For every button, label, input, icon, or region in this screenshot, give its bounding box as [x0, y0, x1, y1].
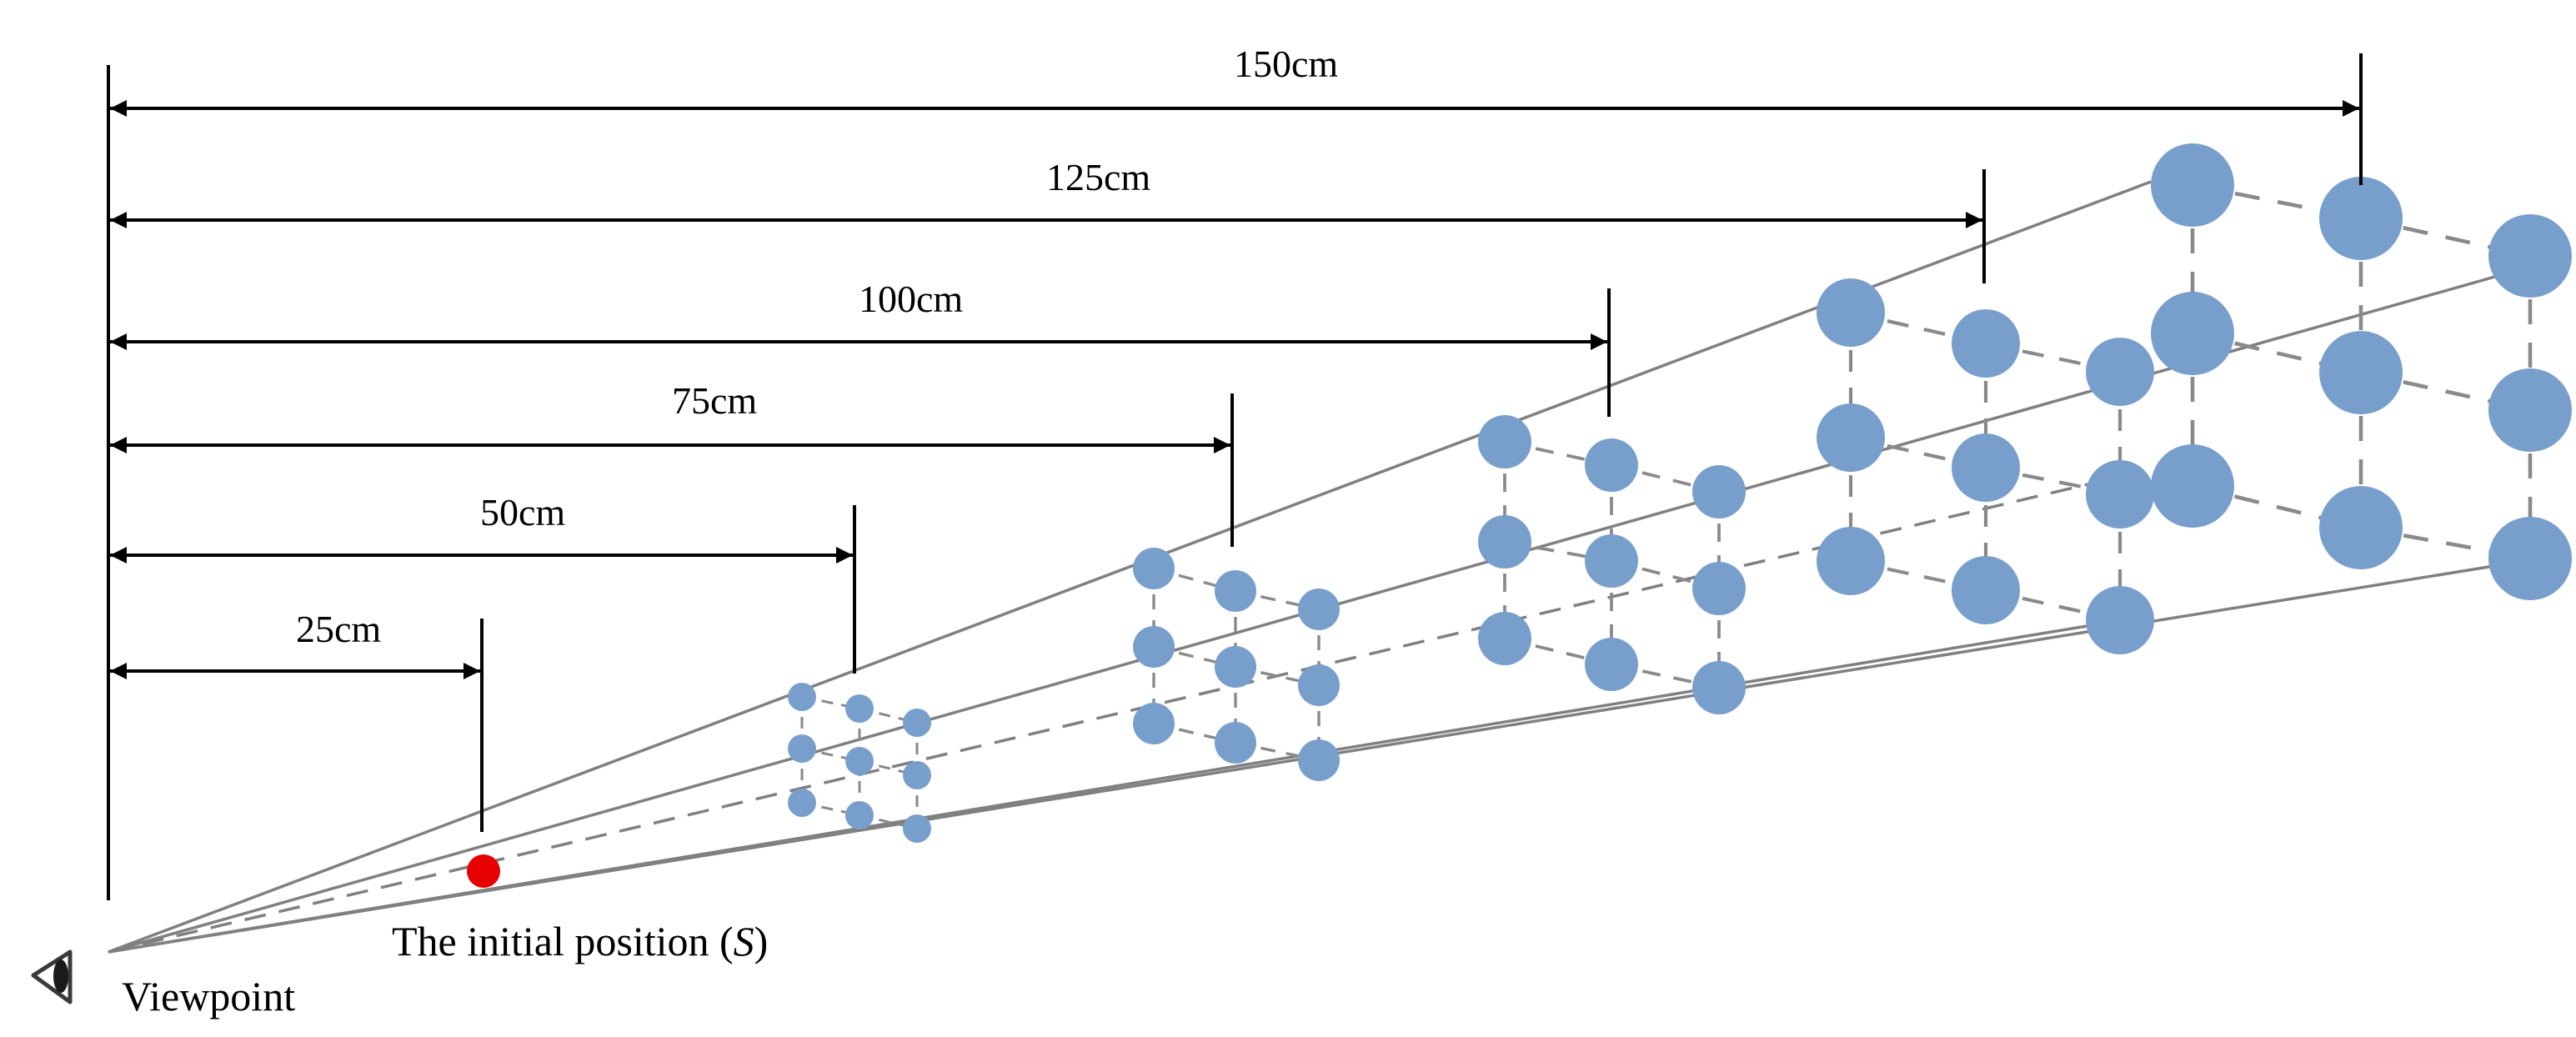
perspective-ray	[108, 180, 2152, 954]
target-circle-150cm	[2319, 177, 2403, 260]
target-grid-lines	[800, 183, 2533, 830]
viewpoint-label: Viewpoint	[122, 973, 295, 1019]
target-circle-125cm	[1817, 403, 1885, 472]
target-circle-150cm	[2488, 517, 2572, 600]
target-circle-100cm	[1585, 438, 1638, 492]
target-circle-150cm	[2488, 368, 2572, 452]
distance-label-125cm: 125cm	[1046, 156, 1150, 198]
target-circle-100cm	[1585, 534, 1638, 588]
target-circle-125cm	[1952, 556, 2020, 624]
target-circle-125cm	[1817, 278, 1885, 347]
target-circle-75cm	[1133, 626, 1175, 668]
target-circle-50cm	[788, 789, 816, 817]
distance-dimensions: 25cm 50cm 75cm 100cm 125cm 150cm	[110, 43, 2363, 832]
target-circle-75cm	[1133, 548, 1175, 589]
target-circle-50cm	[845, 694, 874, 723]
target-circle-150cm	[2319, 331, 2403, 414]
initial-position-marker	[467, 854, 500, 888]
target-circle-75cm	[1298, 664, 1340, 706]
target-circle-150cm	[2488, 214, 2572, 298]
target-circle-125cm	[1817, 527, 1885, 595]
target-circle-125cm	[2086, 460, 2154, 529]
target-circle-125cm	[1952, 433, 2020, 502]
target-circle-50cm	[845, 801, 874, 829]
target-circle-50cm	[903, 761, 931, 789]
target-circle-100cm	[1692, 661, 1746, 714]
target-circle-100cm	[1692, 562, 1746, 615]
target-grids	[788, 143, 2572, 843]
target-circle-50cm	[903, 814, 931, 843]
initial-position-label: The initial position (S)	[392, 918, 768, 964]
target-circle-100cm	[1478, 415, 1531, 468]
target-circle-75cm	[1215, 570, 1256, 612]
target-circle-50cm	[788, 734, 816, 763]
target-circle-150cm	[2151, 444, 2234, 528]
target-circle-75cm	[1133, 703, 1175, 744]
target-circle-75cm	[1215, 722, 1256, 764]
distance-label-25cm: 25cm	[296, 608, 381, 650]
distance-label-75cm: 75cm	[672, 379, 757, 422]
eye-icon	[31, 949, 73, 1004]
perspective-ray	[108, 619, 2118, 954]
target-circle-50cm	[788, 683, 816, 711]
target-circle-150cm	[2151, 292, 2234, 375]
distance-label-50cm: 50cm	[480, 491, 565, 534]
target-circle-100cm	[1478, 612, 1531, 665]
perspective-rays	[108, 180, 2531, 954]
target-circle-125cm	[2086, 338, 2154, 406]
target-circle-125cm	[2086, 586, 2154, 654]
target-circle-50cm	[903, 709, 931, 737]
distance-label-150cm: 150cm	[1234, 43, 1338, 85]
target-circle-100cm	[1478, 515, 1531, 569]
target-circle-75cm	[1298, 589, 1340, 630]
target-circle-100cm	[1692, 465, 1746, 518]
target-circle-150cm	[2319, 486, 2403, 569]
target-circle-75cm	[1215, 646, 1256, 688]
target-circle-75cm	[1298, 739, 1340, 781]
target-circle-125cm	[1952, 309, 2020, 378]
distance-label-100cm: 100cm	[859, 278, 963, 320]
target-circle-100cm	[1585, 638, 1638, 691]
target-circle-50cm	[845, 747, 874, 775]
target-circle-150cm	[2151, 143, 2234, 227]
center-ray-dashed	[108, 478, 2110, 954]
